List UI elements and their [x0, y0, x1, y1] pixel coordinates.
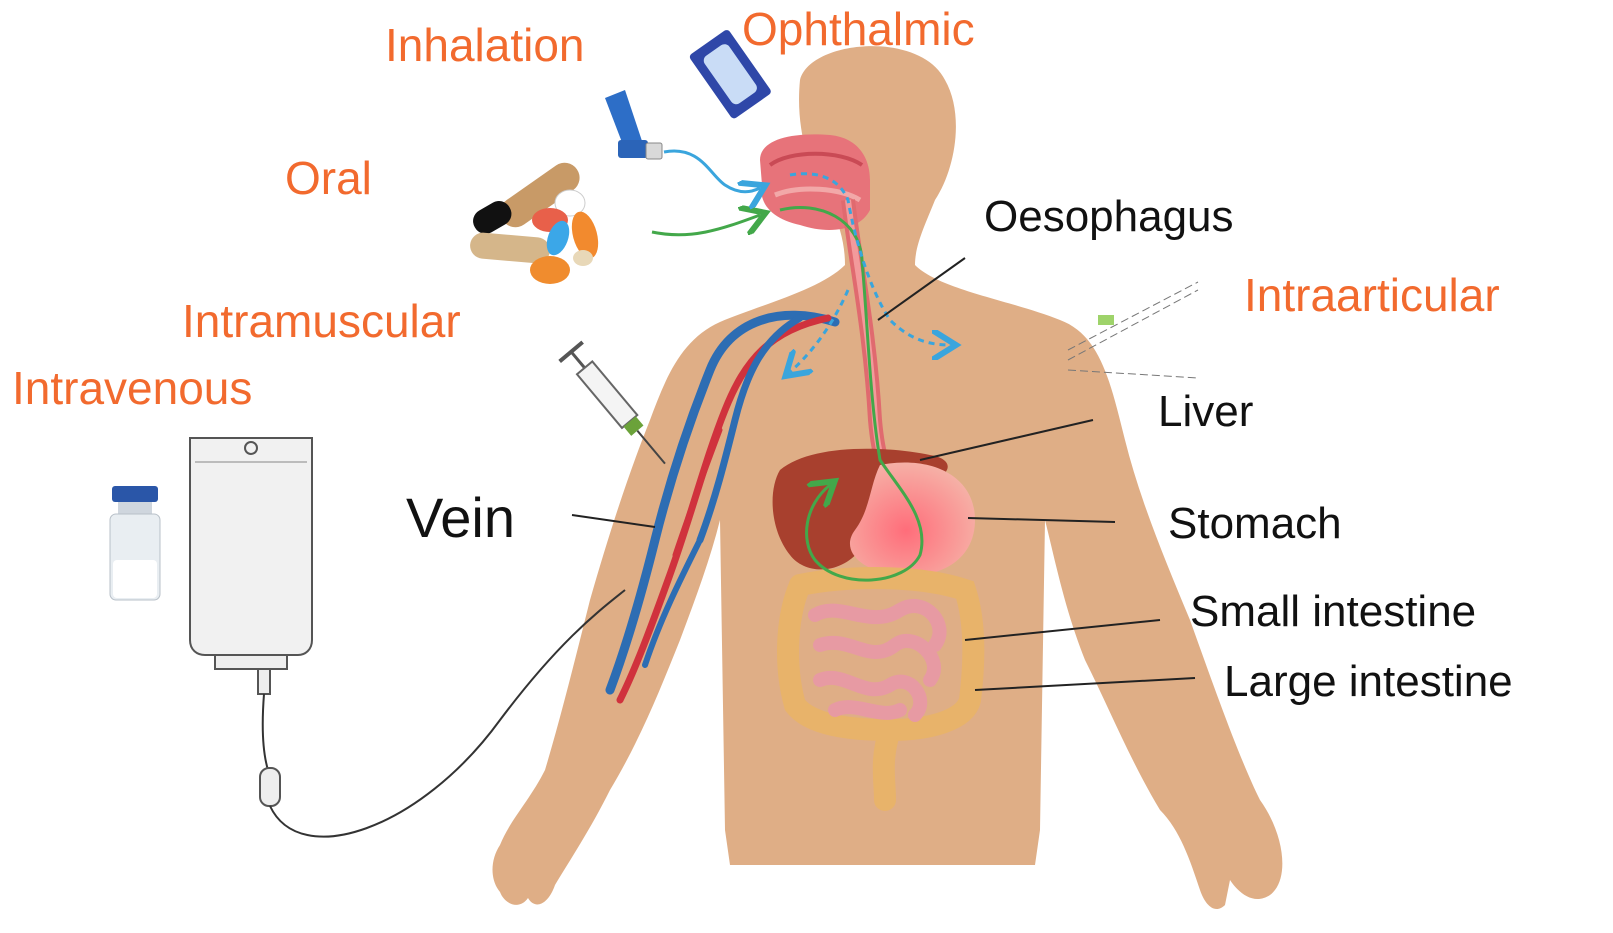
- label-liver: Liver: [1158, 390, 1253, 434]
- inhalation-path: [664, 151, 760, 192]
- oral-drug-path: [652, 215, 760, 235]
- label-ophthalmic: Ophthalmic: [742, 6, 975, 52]
- label-inhalation: Inhalation: [385, 22, 585, 68]
- label-stomach: Stomach: [1168, 502, 1342, 546]
- label-small-intestine: Small intestine: [1190, 590, 1476, 634]
- label-large-intestine: Large intestine: [1224, 660, 1513, 704]
- inhaler-icon: [605, 90, 662, 159]
- label-oral: Oral: [285, 155, 372, 201]
- label-intramuscular: Intramuscular: [182, 298, 461, 344]
- label-intravenous: Intravenous: [12, 365, 252, 411]
- vial-icon: [110, 486, 160, 600]
- label-vein: Vein: [406, 490, 515, 546]
- pills-icon: [469, 157, 603, 284]
- label-oesophagus: Oesophagus: [984, 195, 1234, 239]
- label-intraarticular: Intraarticular: [1244, 272, 1500, 318]
